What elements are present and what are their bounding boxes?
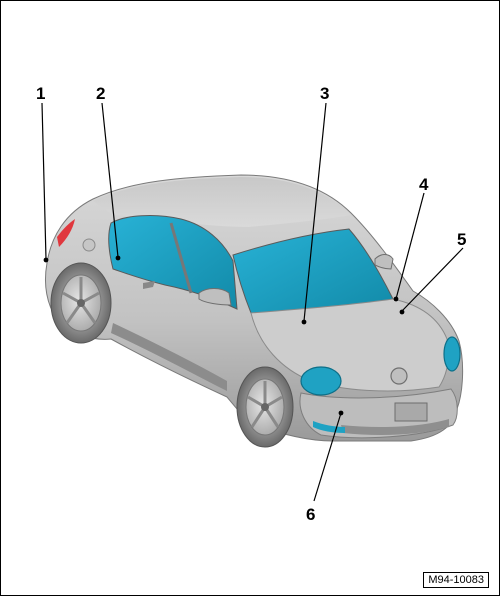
leader-1 xyxy=(41,102,47,260)
callout-6: 6 xyxy=(306,505,316,524)
anchor-3 xyxy=(301,319,307,325)
door-handle xyxy=(143,281,155,289)
car-roof xyxy=(93,177,351,227)
side-sill xyxy=(111,323,227,391)
callout-5: 5 xyxy=(457,230,467,249)
anchor-4 xyxy=(393,296,399,302)
anchor-2 xyxy=(115,255,121,261)
callout-4: 4 xyxy=(419,175,429,194)
fog-light xyxy=(313,421,345,433)
tail-light xyxy=(57,219,75,247)
anchor-dots xyxy=(43,255,405,416)
lower-intake xyxy=(341,419,449,435)
leader-lines xyxy=(41,102,464,502)
leader-5 xyxy=(401,247,464,312)
anchor-5 xyxy=(399,309,405,315)
callout-2: 2 xyxy=(96,84,106,103)
leader-6 xyxy=(313,412,342,502)
mirror-right xyxy=(374,254,394,270)
front-wheel xyxy=(236,366,294,448)
anchor-1 xyxy=(43,257,49,263)
headlamp-right xyxy=(443,336,461,372)
callout-3: 3 xyxy=(320,84,330,103)
reference-code: M94-10083 xyxy=(423,572,489,588)
headlamp-left xyxy=(300,366,342,396)
fuel-flap xyxy=(82,238,96,252)
leader-4 xyxy=(395,192,425,300)
grille xyxy=(394,402,428,422)
vw-badge xyxy=(390,367,408,385)
mirror-left xyxy=(198,288,232,306)
anchor-6 xyxy=(338,410,344,416)
rear-wheel xyxy=(50,262,112,344)
leader-2 xyxy=(101,102,119,258)
callout-1: 1 xyxy=(36,84,46,103)
leader-3 xyxy=(303,102,327,322)
